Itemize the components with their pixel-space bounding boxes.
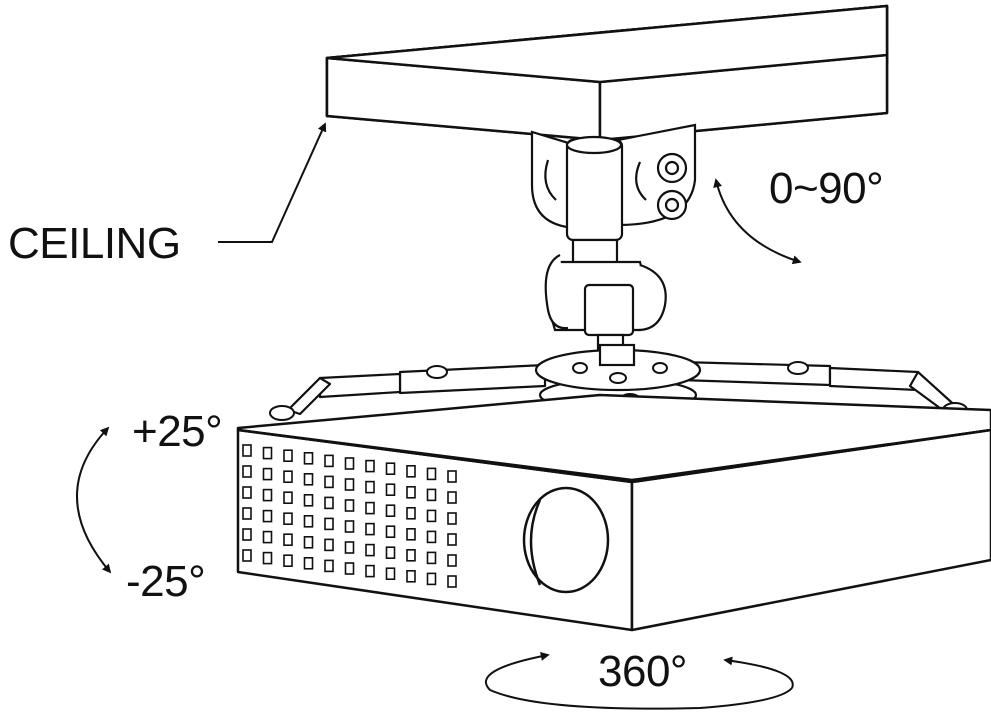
vent-slot bbox=[447, 470, 457, 483]
vent-slot bbox=[242, 528, 252, 541]
vent-slot bbox=[283, 449, 293, 463]
vent-slot bbox=[262, 467, 273, 481]
vent-slot bbox=[365, 480, 375, 494]
ceiling-plate bbox=[325, 4, 889, 142]
tilt-angle-label: 0~90° bbox=[769, 164, 884, 213]
ceiling-label: CEILING bbox=[8, 219, 181, 268]
vent-slot bbox=[447, 575, 457, 588]
vent-slot bbox=[406, 464, 416, 478]
ceiling-bracket bbox=[530, 123, 697, 230]
vent-slot bbox=[262, 509, 273, 523]
vent-slot bbox=[406, 569, 416, 583]
vent-slot bbox=[242, 465, 252, 478]
vent-slot bbox=[426, 467, 437, 481]
vent-slot bbox=[365, 459, 375, 473]
vent-slot bbox=[283, 491, 293, 505]
swivel-arrow bbox=[76, 426, 112, 574]
vent-grid bbox=[242, 444, 457, 588]
ceiling-leader-line bbox=[218, 122, 327, 243]
pivot-column bbox=[544, 135, 667, 357]
vent-slot bbox=[262, 530, 273, 544]
vent-slot bbox=[303, 451, 314, 465]
vent-slot bbox=[324, 559, 334, 573]
vent-slot bbox=[344, 520, 355, 533]
vent-slot bbox=[242, 486, 252, 499]
vent-slot bbox=[344, 562, 355, 575]
vent-slot bbox=[303, 556, 314, 570]
vent-slot bbox=[262, 551, 273, 565]
vent-slot bbox=[385, 567, 396, 581]
vent-slot bbox=[324, 454, 334, 468]
vent-slot bbox=[242, 507, 252, 520]
rotation-arrow-left bbox=[484, 651, 793, 710]
vent-slot bbox=[426, 551, 437, 565]
vent-slot bbox=[406, 506, 416, 520]
vent-slot bbox=[447, 533, 457, 546]
vent-slot bbox=[447, 491, 457, 504]
vent-slot bbox=[344, 478, 355, 491]
vent-slot bbox=[365, 522, 375, 536]
vent-slot bbox=[344, 499, 355, 512]
vent-slot bbox=[406, 527, 416, 541]
vent-slot bbox=[426, 488, 437, 502]
vent-slot bbox=[447, 554, 457, 567]
vent-slot bbox=[365, 564, 375, 578]
vent-slot bbox=[283, 512, 293, 526]
vent-slot bbox=[303, 493, 314, 507]
vent-slot bbox=[262, 446, 273, 460]
vent-slot bbox=[426, 509, 437, 523]
vent-slot bbox=[303, 472, 314, 486]
vent-slot bbox=[303, 535, 314, 549]
vent-slot bbox=[385, 462, 396, 476]
vent-slot bbox=[242, 444, 252, 457]
vent-slot bbox=[324, 538, 334, 552]
vent-slot bbox=[385, 525, 396, 539]
projector-lens bbox=[522, 486, 610, 594]
projector-body bbox=[236, 393, 991, 632]
vent-slot bbox=[303, 514, 314, 528]
vent-slot bbox=[426, 530, 437, 544]
vent-slot bbox=[242, 549, 252, 562]
vent-slot bbox=[447, 512, 457, 525]
vent-slot bbox=[406, 548, 416, 562]
vent-slot bbox=[262, 488, 273, 502]
vent-slot bbox=[283, 554, 293, 568]
rotation-arrow-right bbox=[723, 656, 794, 689]
vent-slot bbox=[324, 517, 334, 531]
vent-slot bbox=[385, 483, 396, 497]
rotation-label: 360° bbox=[598, 647, 688, 696]
vent-slot bbox=[385, 504, 396, 518]
swivel-down-label: -25° bbox=[126, 557, 206, 606]
vent-slot bbox=[283, 470, 293, 484]
vent-slot bbox=[324, 475, 334, 489]
vent-slot bbox=[283, 533, 293, 547]
vent-slot bbox=[365, 501, 375, 515]
vent-slot bbox=[385, 546, 396, 560]
vent-slot bbox=[324, 496, 334, 510]
tilt-arrow bbox=[713, 178, 802, 265]
vent-slot bbox=[344, 541, 355, 554]
vent-slot bbox=[406, 485, 416, 499]
vent-slot bbox=[426, 572, 437, 586]
swivel-up-label: +25° bbox=[132, 407, 223, 456]
vent-slot bbox=[344, 457, 355, 470]
vent-slot bbox=[365, 543, 375, 557]
